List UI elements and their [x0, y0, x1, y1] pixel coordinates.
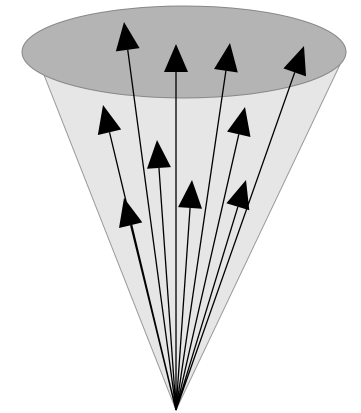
cone-body — [35, 52, 346, 410]
cone-top-ellipse — [22, 6, 346, 98]
